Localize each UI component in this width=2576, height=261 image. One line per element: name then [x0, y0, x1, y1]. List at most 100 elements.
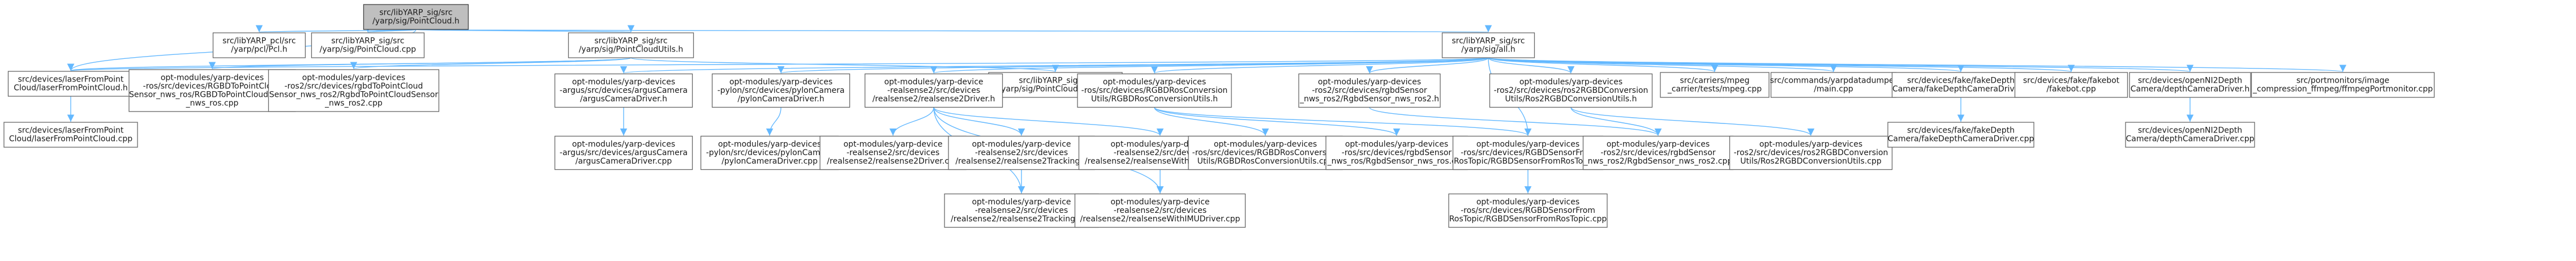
node-box [1770, 72, 1897, 98]
file-node[interactable]: opt-modules/yarp-devices-ros2/src/device… [1582, 135, 1734, 170]
node-label-line: _nws_ros/RgbdSensor_nws_ros.cpp [1327, 157, 1466, 166]
node-box [1891, 72, 2030, 98]
node-label-line: -ros/src/devices/rgbdSensor [1342, 148, 1452, 157]
dependency-edge [1488, 57, 1575, 74]
node-label-line: opt-modules/yarp-devices [1214, 140, 1317, 149]
node-label-line: opt-modules/yarp-devices [1519, 78, 1622, 87]
node-box [700, 135, 839, 170]
dependency-edge [1154, 106, 1531, 136]
file-node[interactable]: opt-modules/yarp-device-realsense2/src/d… [948, 135, 1095, 170]
node-box [568, 32, 694, 58]
node-label-line: opt-modules/yarp-devices [1345, 140, 1448, 149]
node-box [1448, 193, 1608, 228]
node-box [711, 73, 851, 108]
dependency-edge [933, 107, 1164, 136]
file-node[interactable]: src/devices/laserFromPointCloud/laserFro… [3, 122, 138, 148]
file-node[interactable]: src/devices/laserFromPointCloud/laserFro… [7, 71, 134, 97]
node-label-line: /yarp/sig/PointCloud.cpp [320, 45, 417, 54]
root-file-node[interactable]: src/libYARP_sig/src/yarp/sig/PointCloud.… [363, 4, 469, 30]
dependency-edge [1154, 107, 1269, 136]
node-label-line: src/libYARP_sig/src [1452, 37, 1525, 46]
dependency-edge [1488, 57, 1718, 72]
node-label-line: -ros/src/devices/RGBDSensorFrom [1461, 148, 1595, 157]
node-label-line: /realsense2/realsense2Tracking.cpp [951, 215, 1092, 224]
file-node[interactable]: opt-modules/yarp-device-realsense2/src/d… [819, 135, 967, 170]
node-label-line: -realsense2/src/devices [847, 148, 939, 157]
file-node[interactable]: opt-modules/yarp-devices-argus/src/devic… [554, 135, 693, 170]
node-label-line: /yarp/sig/PointCloud.h [372, 17, 460, 26]
node-box [2014, 72, 2128, 98]
dependency-edge [621, 57, 1489, 74]
file-node[interactable]: src/devices/fake/fakebot/fakebot.cpp [2014, 72, 2128, 98]
node-label-line: /main.cpp [1814, 85, 1853, 94]
node-label-line: opt-modules/yarp-devices [1607, 140, 1710, 149]
node-box [2125, 122, 2255, 148]
edge-layer [67, 24, 2346, 194]
file-node[interactable]: opt-modules/yarp-devices-ros/src/devices… [1188, 135, 1343, 170]
file-node[interactable]: opt-modules/yarp-devices-argus/src/devic… [554, 73, 693, 108]
dependency-edge [415, 24, 1489, 33]
file-node[interactable]: src/portmonitors/image_compression_ffmpe… [2251, 72, 2435, 98]
file-node[interactable]: src/libYARP_pcl/src/yarp/pcl/Pcl.h [212, 32, 306, 58]
dependency-edge [930, 57, 1489, 74]
file-node[interactable]: src/commands/yarpdatadumper/main.cpp [1770, 72, 1897, 98]
file-node[interactable]: opt-modules/yarp-devices-ros/src/devices… [1077, 73, 1232, 108]
file-node[interactable]: opt-modules/yarp-devices-ros2/src/device… [1729, 135, 1893, 170]
node-label-line: _compression_ffmpeg/ffmpegPortmonitor.cp… [2252, 85, 2433, 94]
node-label-line: -realsense2/src/devices [1114, 206, 1207, 215]
dependency-edge [1154, 106, 1401, 136]
dependency-edge [1570, 107, 1662, 136]
file-node[interactable]: src/libYARP_sig/src/yarp/sig/all.h [1441, 32, 1535, 58]
file-node[interactable]: opt-modules/yarp-devices-ros2/src/device… [268, 69, 440, 112]
file-node[interactable]: opt-modules/yarp-device-realsense2/src/d… [864, 73, 1003, 108]
node-label-line: Cloud/laserFromPointCloud.cpp [9, 135, 132, 144]
node-label-line: opt-modules/yarp-devices [1103, 78, 1206, 87]
node-label-line: -ros/src/devices/RGBDSensorFrom [1461, 206, 1595, 215]
node-label-line: /pylonCameraDriver.cpp [722, 157, 818, 166]
file-node[interactable]: opt-modules/yarp-devices-pylon/src/devic… [711, 73, 851, 108]
node-label-line: -pylon/src/devices/pylonCamera [718, 86, 845, 95]
node-label-line: /realsense2/realsense2Driver.cpp [827, 157, 959, 166]
node-box [864, 73, 1003, 108]
file-node[interactable]: src/devices/fake/fakeDepthCamera/fakeDep… [1887, 122, 2034, 148]
file-node[interactable]: src/devices/openNI2DepthCamera/depthCame… [2125, 122, 2255, 148]
node-box [1074, 193, 1246, 228]
file-node[interactable]: opt-modules/yarp-devices-ros/src/devices… [1452, 135, 1604, 170]
file-node[interactable]: src/carriers/mpeg_carrier/tests/mpeg.cpp [1660, 72, 1770, 98]
dependency-edge [1369, 106, 1662, 136]
dependency-edge [415, 24, 634, 33]
file-node[interactable]: opt-modules/yarp-devices-ros2/src/device… [1489, 73, 1653, 108]
file-node[interactable]: src/devices/openNI2DepthCamera/depthCame… [2129, 72, 2251, 98]
file-node[interactable]: opt-modules/yarp-devices-ros2/src/device… [1298, 73, 1441, 108]
dependency-edge [889, 107, 934, 136]
node-label-line: opt-modules/yarp-devices [1318, 78, 1421, 87]
node-label-line: RosTopic/RGBDSensorFromRosTopic.h [1454, 157, 1602, 166]
dependency-edge [1366, 57, 1489, 74]
file-node[interactable]: src/libYARP_sig/src/yarp/sig/PointCloud.… [311, 32, 425, 58]
node-box [948, 135, 1095, 170]
file-node[interactable]: opt-modules/yarp-devices-pylon/src/devic… [700, 135, 839, 170]
node-box [212, 32, 306, 58]
node-label-line: Utils/Ros2RGBDConversionUtils.cpp [1740, 157, 1882, 166]
file-node[interactable]: opt-modules/yarp-devices-ros/src/devices… [1448, 193, 1608, 228]
node-label-line: /argusCameraDriver.h [580, 95, 667, 104]
node-label-line: -realsense2/src/devices [975, 148, 1068, 157]
dependency-edge [1570, 106, 1815, 136]
file-node[interactable]: opt-modules/yarp-devices-ros/src/devices… [128, 69, 296, 112]
node-box [554, 135, 693, 170]
node-label-line: -realsense2/src/devices [887, 86, 980, 95]
file-node[interactable]: src/devices/fake/fakeDepthCamera/fakeDep… [1891, 72, 2030, 98]
file-node[interactable]: opt-modules/yarp-devices-ros/src/devices… [1325, 135, 1468, 170]
node-label-line: src/devices/fake/fakeDepth [1907, 76, 2015, 85]
node-label-line: src/libYARP_sig/src [1019, 76, 1092, 85]
node-label-line: src/libYARP_sig/src [331, 37, 404, 46]
node-label-line: opt-modules/yarp-devices [161, 74, 264, 83]
node-label-line: src/devices/laserFromPoint [18, 126, 124, 135]
node-label-line: opt-modules/yarp-devices [1476, 140, 1579, 149]
node-label-line: opt-modules/yarp-devices [729, 78, 832, 87]
node-layer: src/libYARP_sig/src/yarp/sig/PointCloud.… [3, 4, 2435, 228]
node-label-line: -ros2/src/devices/rgbdSensor [1312, 86, 1427, 95]
file-node[interactable]: opt-modules/yarp-device-realsense2/src/d… [944, 193, 1099, 228]
file-node[interactable]: src/libYARP_sig/src/yarp/sig/PointCloudU… [568, 32, 694, 58]
file-node[interactable]: opt-modules/yarp-device-realsense2/src/d… [1074, 193, 1246, 228]
